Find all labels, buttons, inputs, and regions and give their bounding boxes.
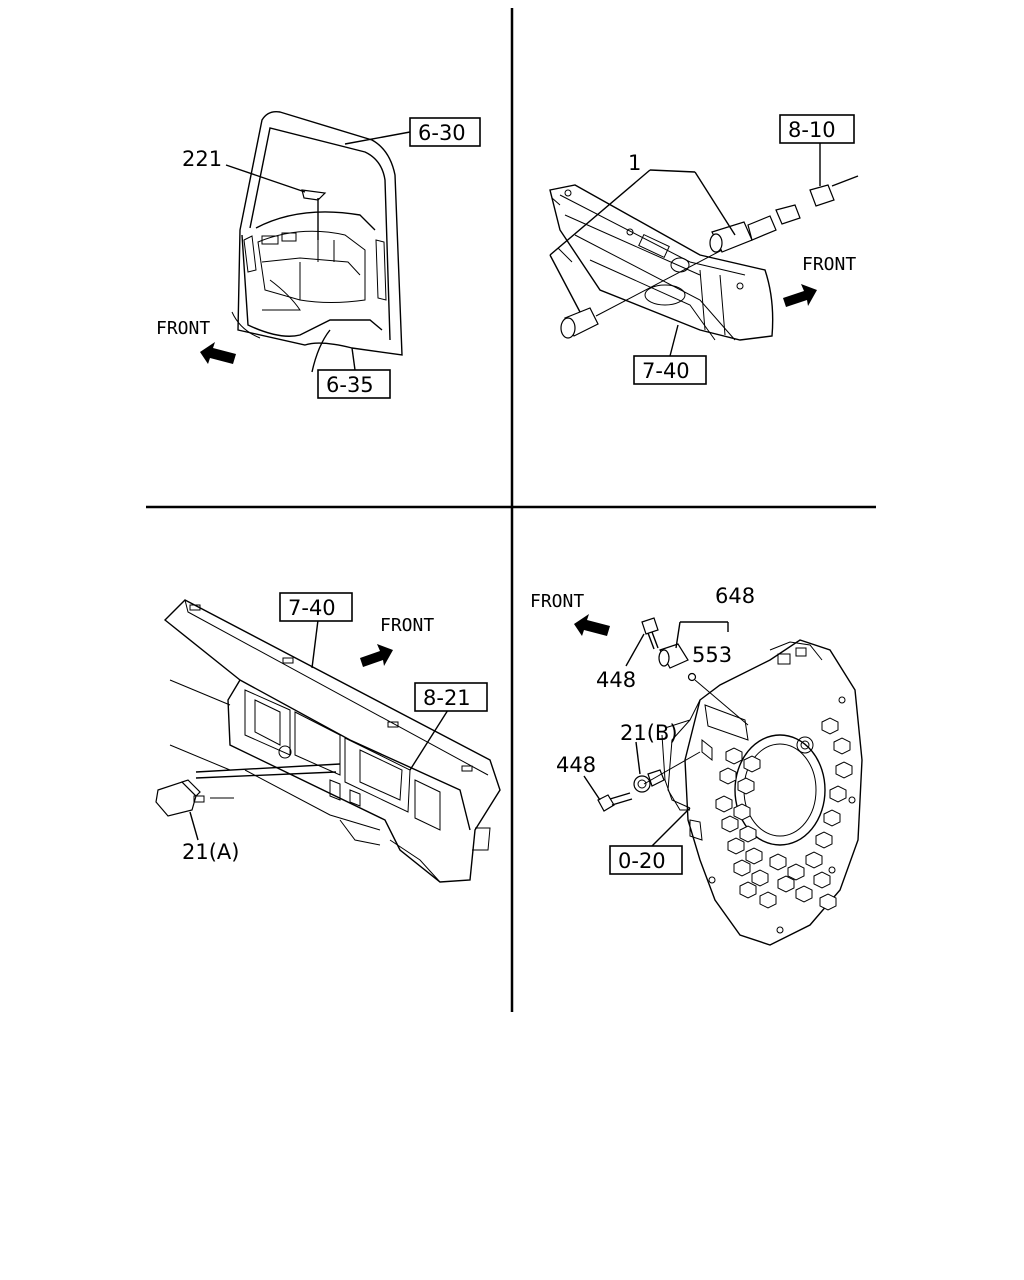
front-arrow-bl: [360, 644, 393, 667]
quadrant-top-right: 1 8-10 7-40 FRONT: [549, 114, 859, 385]
housing-honeycomb: [715, 717, 853, 911]
dashboard-drawing: [163, 599, 501, 883]
callout-221: 221: [182, 147, 222, 171]
ref-label-7-40-tr: 7-40: [642, 359, 690, 383]
bolt-part-448-top: [641, 617, 659, 650]
ref-box-6-35: [317, 369, 391, 399]
cab-frame-drawing: [231, 110, 403, 373]
ref-label-0-20: 0-20: [618, 849, 666, 873]
front-arrow-tl: [200, 342, 236, 364]
quadrant-top-left: 221 6-30 6-35 FRONT: [156, 110, 481, 399]
ref-box-6-30: [409, 117, 481, 147]
quadrant-bottom-right: 648 553 448 21(B) 448 0-20 FRONT: [530, 584, 863, 946]
ref-label-8-21: 8-21: [423, 686, 471, 710]
callout-648: 648: [715, 584, 755, 608]
quadrant-bottom-left: 7-40 8-21 21(A) FRONT: [155, 592, 501, 883]
callout-1: 1: [628, 151, 641, 175]
front-arrow-tr: [783, 284, 817, 307]
connector-part: [809, 175, 859, 207]
bolt-part-448-left: [597, 792, 633, 812]
front-label-tr: FRONT: [802, 254, 856, 275]
ref-box-7-40-tr: [633, 355, 707, 385]
ref-box-7-40-bl: [279, 592, 353, 622]
callout-21a: 21(A): [182, 840, 239, 864]
panel-drawing: [549, 184, 774, 341]
ref-label-6-35: 6-35: [326, 373, 374, 397]
sensor-part-21b: [633, 769, 665, 793]
ref-box-8-10: [779, 114, 855, 144]
callout-448-left: 448: [556, 753, 596, 777]
callout-553: 553: [692, 643, 732, 667]
callout-448-top: 448: [596, 668, 636, 692]
knob-part: [560, 307, 599, 339]
sensor-part-648: [658, 643, 697, 682]
lamp-part-221: [301, 189, 327, 201]
front-arrow-br: [574, 614, 610, 636]
front-label-bl: FRONT: [380, 615, 434, 636]
front-label-tl: FRONT: [156, 318, 210, 339]
ref-box-8-21: [414, 682, 488, 712]
ref-label-7-40-bl: 7-40: [288, 596, 336, 620]
front-label-br: FRONT: [530, 591, 584, 612]
ref-box-0-20: [609, 845, 683, 875]
ref-label-8-10: 8-10: [788, 118, 836, 142]
switch-part-21a: [155, 779, 205, 817]
callout-21b: 21(B): [620, 721, 678, 745]
ref-label-6-30: 6-30: [418, 121, 466, 145]
housing-drawing: [661, 639, 863, 946]
switch-part-1: [709, 204, 801, 253]
